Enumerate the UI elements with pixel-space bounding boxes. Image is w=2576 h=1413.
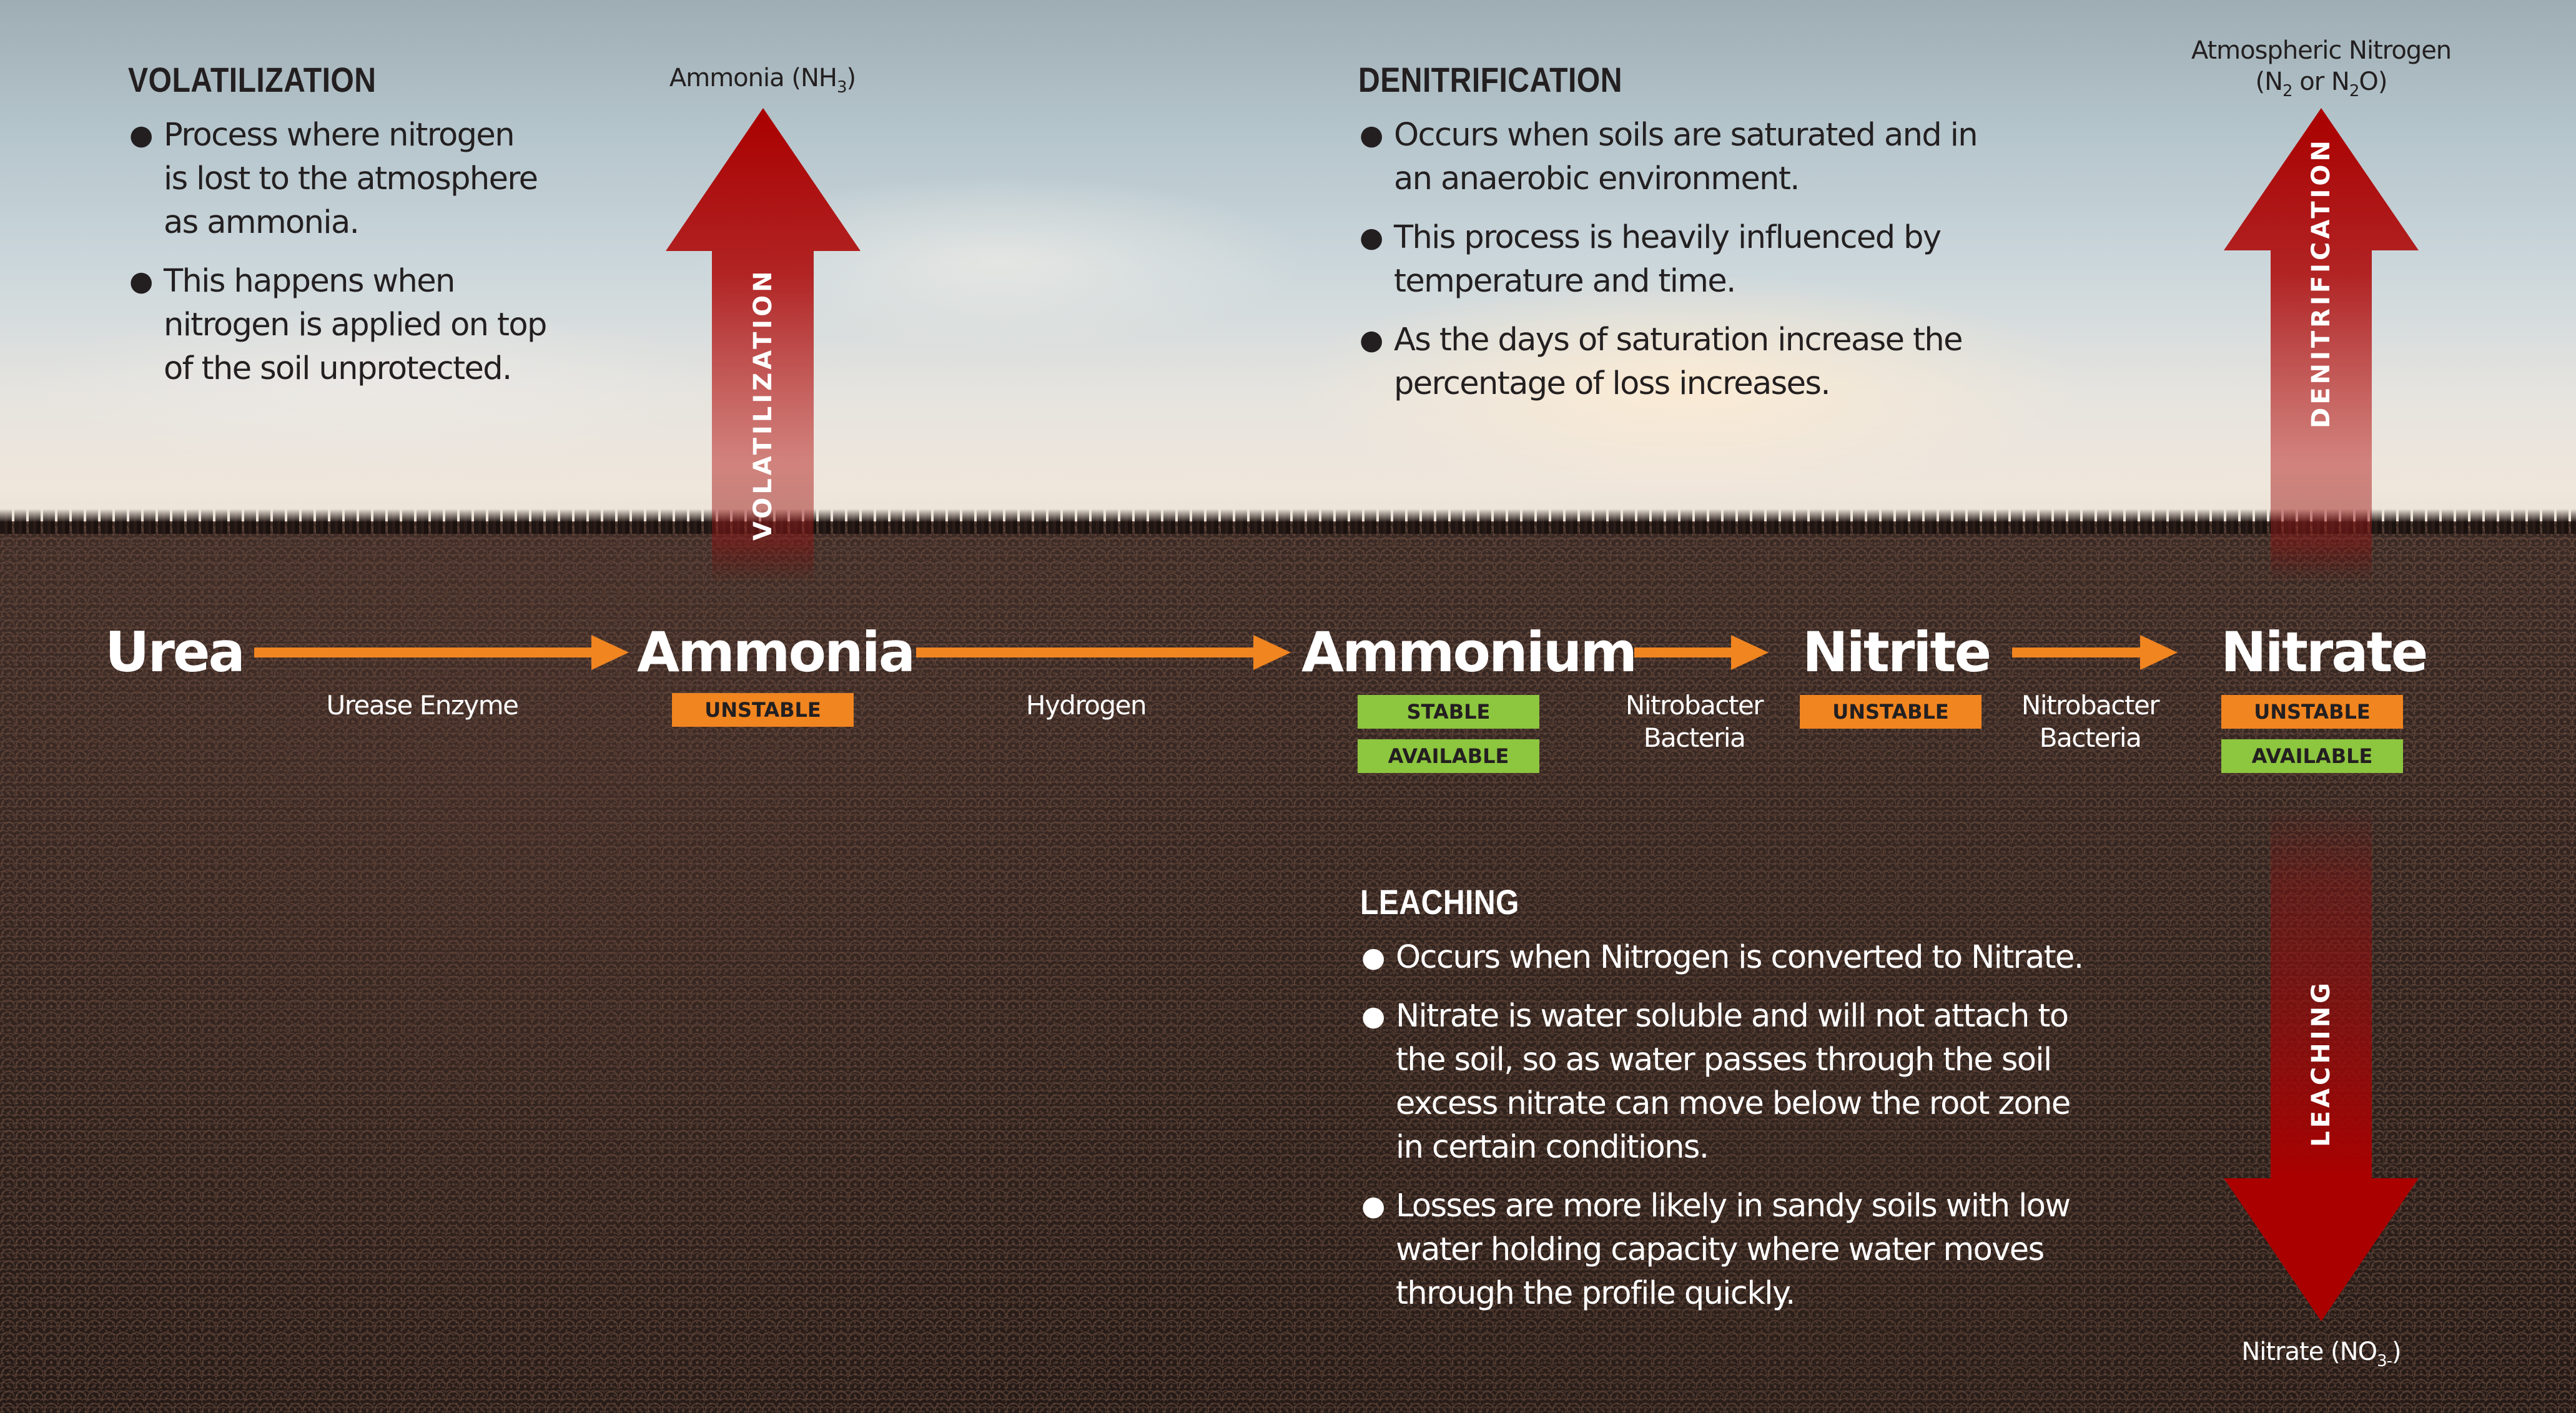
bullet-item: ●Occurs when Nitrogen is converted to Ni… — [1360, 936, 2172, 980]
ammonium-available-badge: AVAILABLE — [1358, 739, 1539, 773]
flow-arrow-ammonium-to-nitrite-icon — [1634, 635, 1769, 670]
volatilization-heading: VOLATILIZATION — [128, 60, 377, 99]
denitrification-heading: DENITRIFICATION — [1358, 60, 1622, 99]
compound-ammonium: Ammonium — [1301, 620, 1637, 684]
flow-arrow-urea-to-ammonia-icon — [254, 635, 629, 670]
atmospheric-nitrogen-label: Atmospheric Nitrogen (N2 or N2O) — [2191, 36, 2452, 101]
sky-background — [0, 0, 2576, 549]
nitrate-unstable-badge: UNSTABLE — [2221, 695, 2403, 729]
ammonia-nh3-label: Ammonia (NH3) — [669, 64, 856, 97]
leaching-heading: LEACHING — [1360, 882, 1519, 922]
bullet-icon: ● — [129, 265, 153, 297]
leaching-arrow-label: LEACHING — [2307, 980, 2336, 1147]
soil-background — [0, 521, 2576, 1413]
agent-hydrogen: Hydrogen — [1025, 690, 1147, 721]
compound-nitrate: Nitrate — [2221, 620, 2428, 684]
leaching-section: LEACHING ●Occurs when Nitrogen is conver… — [1360, 884, 2172, 1316]
flow-arrow-nitrite-to-nitrate-icon — [2012, 635, 2178, 670]
bullet-icon: ● — [1360, 222, 1383, 254]
bullet-icon: ● — [129, 119, 153, 151]
compound-urea: Urea — [105, 620, 245, 684]
volatilization-arrow-label: VOLATILIZATION — [749, 268, 777, 541]
bullet-icon: ● — [1361, 1190, 1385, 1222]
denitrification-section: DENITRIFICATION ●Occurs when soils are s… — [1358, 61, 2045, 406]
bullet-item: ●Nitrate is water soluble and will not a… — [1360, 995, 2172, 1169]
nitrate-no3-label: Nitrate (NO3-) — [2241, 1337, 2401, 1371]
flow-arrow-ammonia-to-ammonium-icon — [916, 635, 1291, 670]
soil-horizon — [0, 509, 2576, 534]
bullet-icon: ● — [1361, 1000, 1385, 1032]
denitrification-arrow-label: DENITRIFICATION — [2307, 137, 2336, 428]
bullet-icon: ● — [1360, 324, 1383, 356]
leaching-bullets: ●Occurs when Nitrogen is converted to Ni… — [1360, 936, 2172, 1316]
ammonium-stable-badge: STABLE — [1358, 695, 1539, 729]
compound-nitrite: Nitrite — [1802, 620, 1991, 684]
volatilization-arrow-icon: VOLATILIZATION — [666, 108, 861, 583]
nitrate-available-badge: AVAILABLE — [2221, 739, 2403, 773]
bullet-icon: ● — [1360, 119, 1383, 151]
bullet-icon: ● — [1361, 942, 1385, 973]
ammonia-unstable-badge: UNSTABLE — [672, 693, 854, 727]
denitrification-arrow-icon: DENITRIFICATION — [2224, 108, 2419, 583]
agent-urease-enzyme: Urease Enzyme — [326, 690, 519, 721]
leaching-arrow-icon: LEACHING — [2224, 805, 2419, 1321]
nitrite-unstable-badge: UNSTABLE — [1800, 695, 1981, 729]
compound-ammonia: Ammonia — [637, 620, 915, 684]
bullet-item: ●Losses are more likely in sandy soils w… — [1360, 1184, 2172, 1316]
